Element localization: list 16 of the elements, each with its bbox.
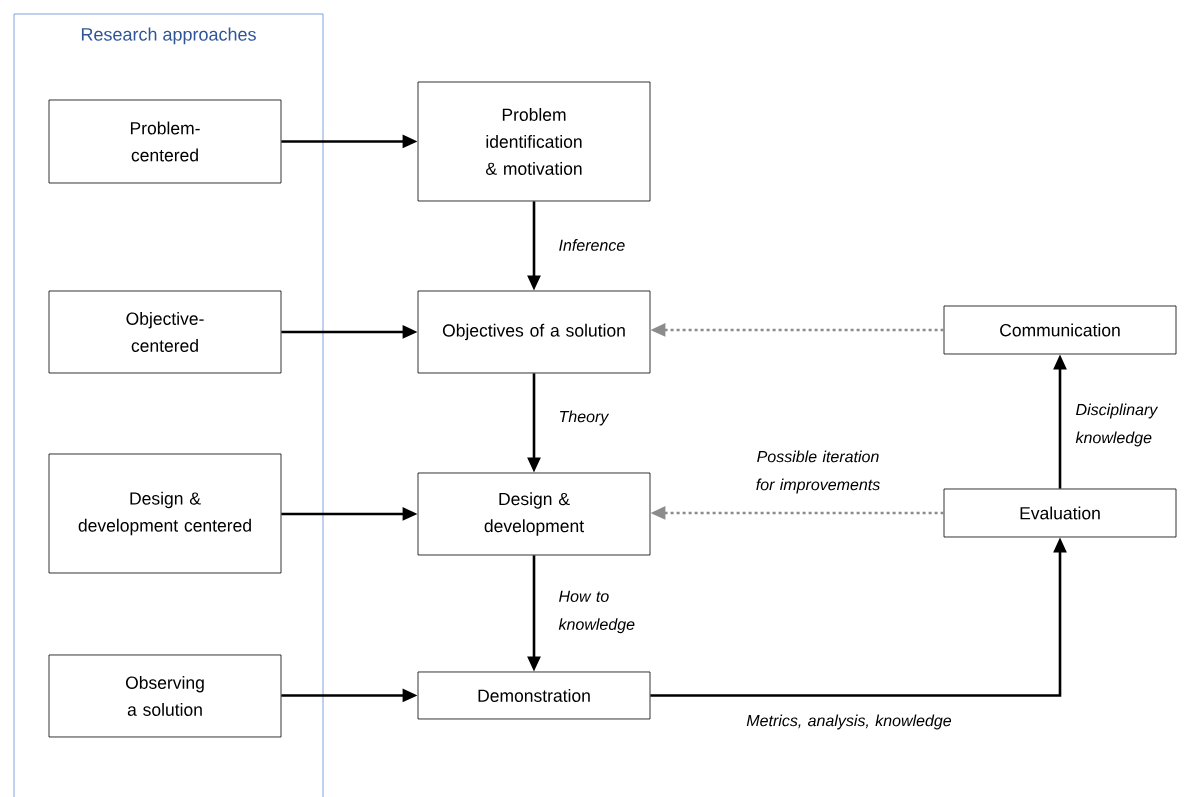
edge-label: Possible iteration for improvements — [756, 450, 880, 494]
edge-label: Disciplinary knowledge — [1075, 403, 1159, 447]
process-box: Design & development — [417, 472, 651, 556]
edge-label: Theory — [560, 410, 610, 426]
process-box: Objective-centered — [48, 290, 282, 374]
process-box: Observing a solution — [48, 654, 282, 738]
process-box: Design & development centered — [48, 453, 282, 574]
edge-label: Inference — [559, 239, 625, 251]
process-box: Evaluation — [943, 488, 1177, 538]
process-box: Communication — [943, 305, 1177, 355]
process-box: Problem identification & motivation — [417, 81, 651, 202]
edge-label: Metrics, analysis, knowledge — [746, 714, 952, 730]
process-box: Objectives of a solution — [417, 290, 651, 374]
process-box: Demonstration — [417, 671, 651, 720]
process-box: Problem-centered — [48, 99, 282, 184]
edge-label: How to knowledge — [558, 590, 635, 634]
